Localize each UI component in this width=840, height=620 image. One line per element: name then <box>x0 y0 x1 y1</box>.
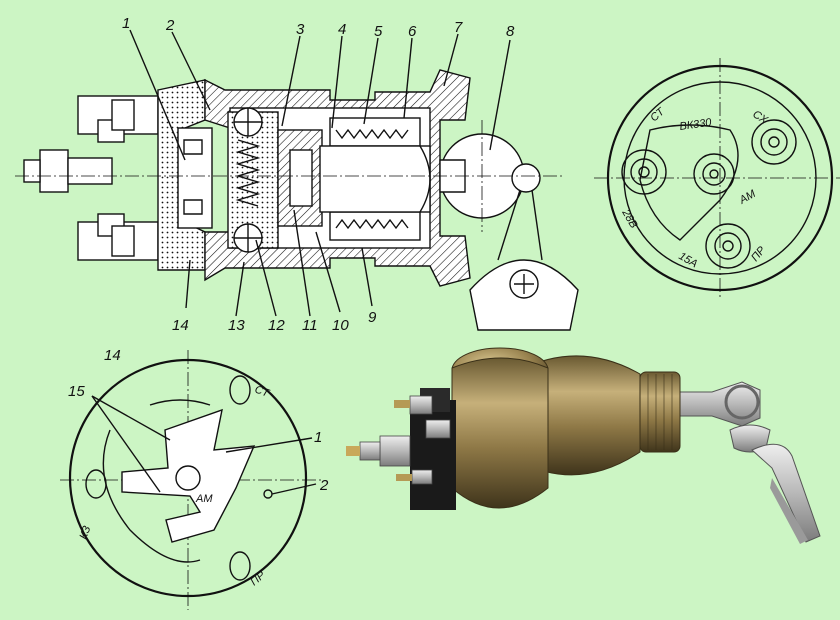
photo-terminals <box>346 395 451 485</box>
contact-view: 14 15 1 2 СТ АМ КЗ ПР <box>60 347 329 610</box>
label-am: АМ <box>737 188 759 208</box>
callout-5: 5 <box>374 23 383 40</box>
key-drawing <box>439 133 579 331</box>
callout-12: 12 <box>268 317 285 334</box>
callout-11: 11 <box>302 317 318 334</box>
insulator-block <box>410 400 456 510</box>
label-pr-2: ПР <box>248 569 268 588</box>
callout-1: 1 <box>122 15 130 32</box>
label-st-2: СТ <box>253 384 272 401</box>
callout-14: 14 <box>172 317 189 334</box>
section-callouts: 1 2 3 4 5 6 7 8 9 10 11 12 13 14 <box>122 15 515 334</box>
callout-9: 9 <box>368 309 377 326</box>
callout-leaders <box>129 29 511 317</box>
callout-8: 8 <box>506 23 515 40</box>
rotor-plate <box>121 408 256 543</box>
lug-pr <box>229 551 251 581</box>
contact-leaders <box>91 395 317 495</box>
lock-core <box>319 145 431 213</box>
label-28v: 28В <box>619 207 640 231</box>
tumbler-pins <box>329 117 421 241</box>
label-15a: 15А <box>677 250 700 270</box>
label-st: СТ <box>648 105 668 124</box>
callout-2: 2 <box>165 17 175 34</box>
callout-1b: 1 <box>314 429 322 446</box>
brass-body <box>519 355 641 476</box>
keys <box>671 381 821 544</box>
label-vk330: ВК330 <box>679 116 713 132</box>
threaded-nose <box>639 371 681 453</box>
terminal-studs <box>23 95 159 261</box>
callout-6: 6 <box>408 23 417 40</box>
callout-10: 10 <box>332 317 349 334</box>
label-am-2: АМ <box>195 493 213 505</box>
switch-photo <box>346 347 821 544</box>
callout-3: 3 <box>296 21 305 38</box>
sectional-view: 1 2 3 4 5 6 7 8 9 10 11 12 13 14 <box>15 15 579 334</box>
contact-disc <box>177 127 213 229</box>
end-view: СТ ВК330 СХ АМ 28В 15А ПР <box>594 58 840 300</box>
callout-2b: 2 <box>319 477 329 494</box>
end-view-plate <box>639 124 739 241</box>
callout-7: 7 <box>454 19 463 36</box>
lug-st <box>229 375 251 405</box>
callout-4: 4 <box>338 21 346 38</box>
spring <box>235 139 261 207</box>
label-kz: КЗ <box>78 524 94 541</box>
end-view-terminals <box>621 119 797 269</box>
label-pr: ПР <box>749 244 768 264</box>
callout-15: 15 <box>68 383 85 400</box>
lug-kz <box>85 469 107 499</box>
callout-13: 13 <box>228 317 245 334</box>
callout-14b: 14 <box>104 347 121 364</box>
label-sh: СХ <box>750 108 770 126</box>
